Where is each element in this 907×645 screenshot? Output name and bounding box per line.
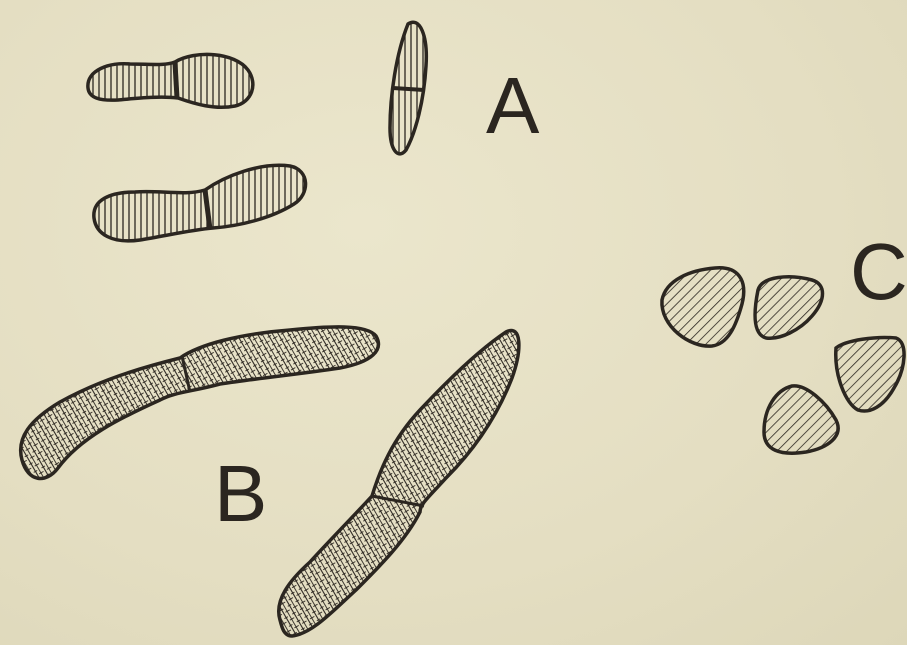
coccus-c4 xyxy=(764,386,838,453)
chain-cell-b2 xyxy=(279,331,519,636)
label-b: B xyxy=(214,454,267,534)
rod-cell-a3-vertical xyxy=(390,22,426,154)
rod-cell-a2 xyxy=(94,165,306,241)
label-c: C xyxy=(850,232,907,312)
label-a: A xyxy=(486,66,539,146)
coccus-c2 xyxy=(755,277,822,338)
chain-cell-b1 xyxy=(21,327,379,479)
coccus-c3 xyxy=(836,337,904,411)
coccus-c1 xyxy=(662,268,744,346)
rod-cell-a1 xyxy=(88,54,253,107)
